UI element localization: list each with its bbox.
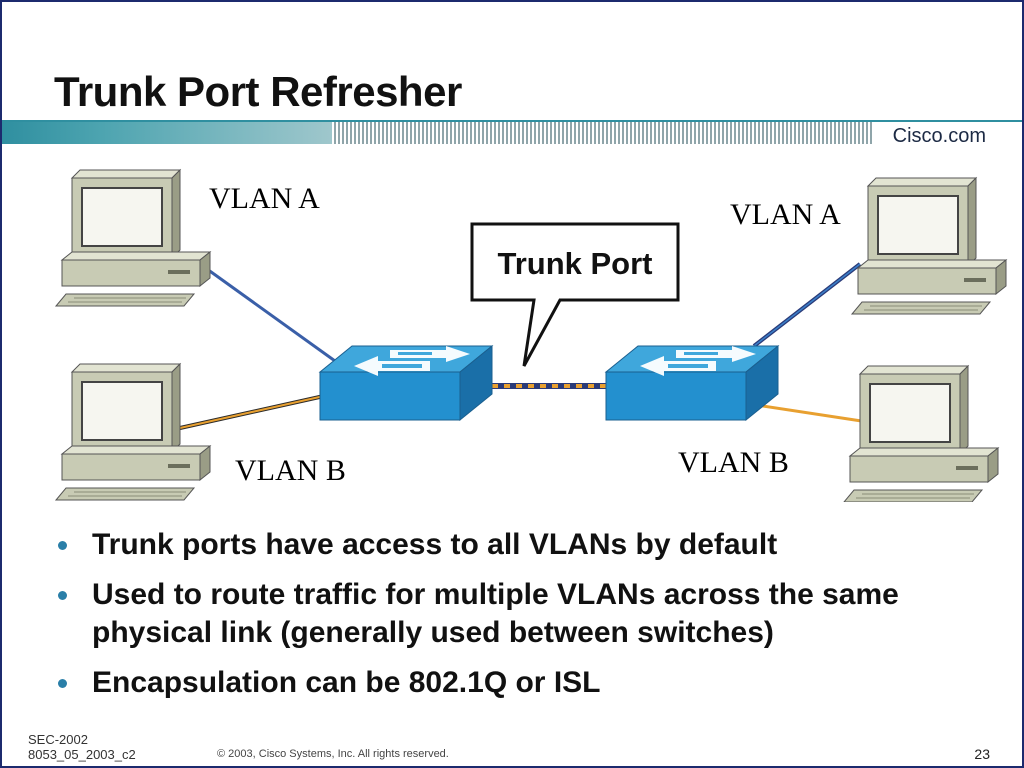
bullet-dot-icon <box>58 591 67 600</box>
network-diagram: Trunk Port <box>55 169 1007 502</box>
footer-page-number: 23 <box>974 746 990 762</box>
vlan-label-left-top: VLAN A <box>209 182 320 215</box>
bullet-item: Encapsulation can be 802.1Q or ISL <box>54 664 994 702</box>
bullet-item: Trunk ports have access to all VLANs by … <box>54 526 994 564</box>
bullet-text: Encapsulation can be 802.1Q or ISL <box>92 666 601 699</box>
footer-copyright: © 2003, Cisco Systems, Inc. All rights r… <box>217 748 449 760</box>
footer-course-code: SEC-2002 8053_05_2003_c2 <box>28 732 136 762</box>
slide-title: Trunk Port Refresher <box>54 68 462 115</box>
footer-code-line2: 8053_05_2003_c2 <box>28 747 136 762</box>
vlan-label-left-bottom: VLAN B <box>235 454 346 487</box>
bullet-dot-icon <box>58 679 67 688</box>
footer-code-line1: SEC-2002 <box>28 732 88 747</box>
vlan-label-right-bottom: VLAN B <box>678 446 789 479</box>
vlan-label-right-top: VLAN A <box>730 198 841 231</box>
bullet-dot-icon <box>58 541 67 550</box>
bullet-text: Trunk ports have access to all VLANs by … <box>92 528 778 561</box>
link-vlan-a-left <box>199 262 343 368</box>
link-vlan-b-right <box>749 402 869 424</box>
header-bar <box>2 120 1022 144</box>
bullet-text: Used to route traffic for multiple VLANs… <box>92 578 899 649</box>
callout-text: Trunk Port <box>497 246 652 281</box>
brand-logo-text: Cisco.com <box>892 125 986 147</box>
switch-icon-right <box>605 345 779 421</box>
switch-icon-left <box>319 345 493 421</box>
computer-icon-right-bottom <box>843 365 999 502</box>
computer-icon-left-top <box>55 169 211 307</box>
bullet-list: Trunk ports have access to all VLANs by … <box>54 526 994 714</box>
computer-icon-right-top <box>851 177 1007 315</box>
trunk-port-callout: Trunk Port <box>470 222 680 367</box>
computer-icon-left-bottom <box>55 363 211 501</box>
bullet-item: Used to route traffic for multiple VLANs… <box>54 576 994 652</box>
